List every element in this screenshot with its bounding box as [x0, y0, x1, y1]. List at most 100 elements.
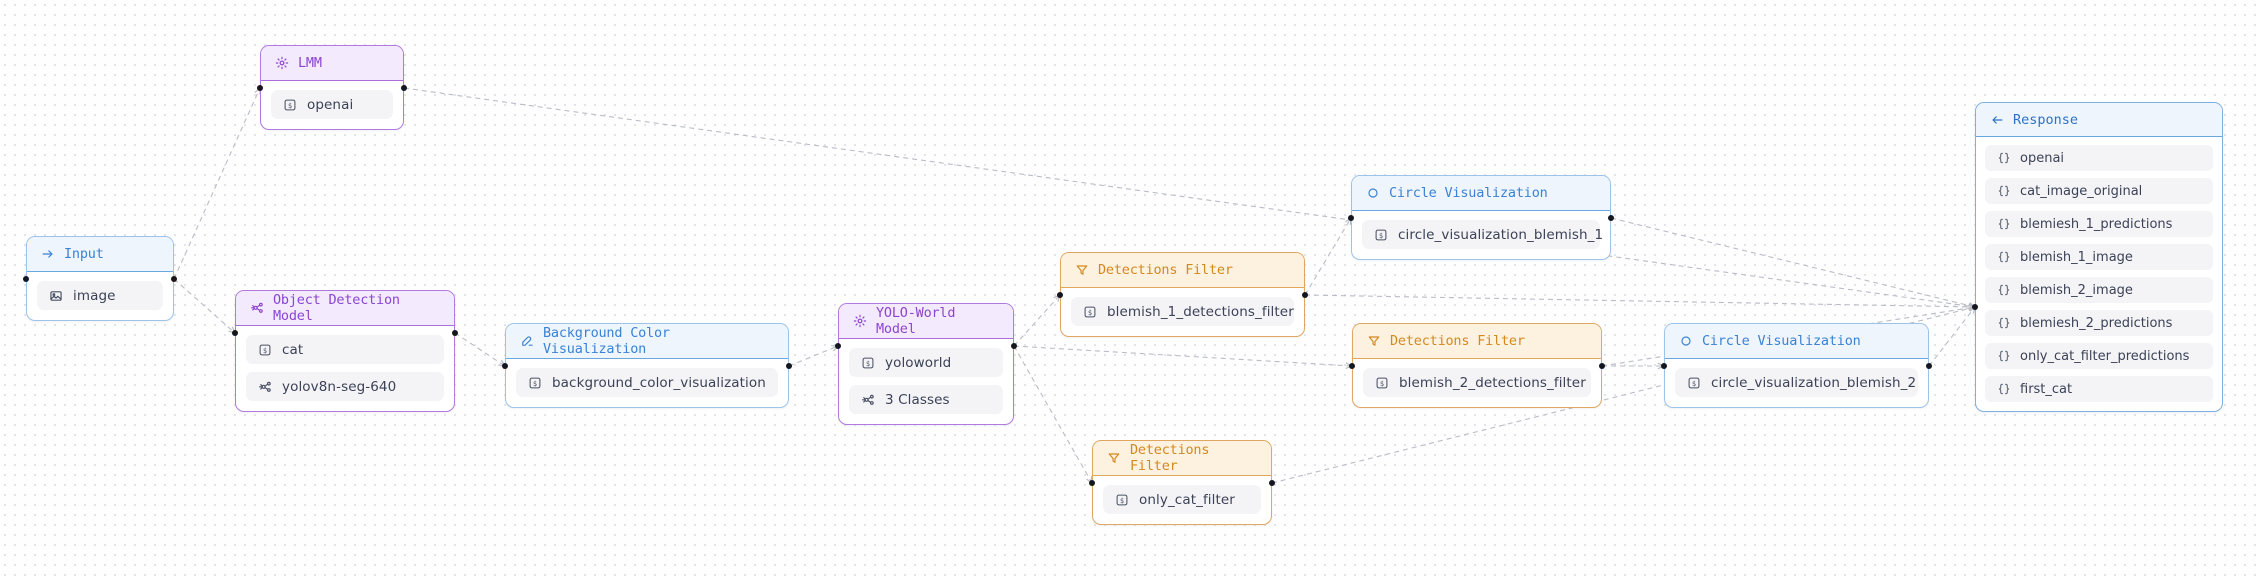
model-icon: [860, 392, 875, 407]
node-field[interactable]: image: [37, 281, 163, 310]
node-body-lmm: $ openai: [261, 81, 403, 129]
node-body-background-color-visualization: $background_color_visualization: [506, 359, 788, 407]
node-title: Background Color Visualization: [543, 325, 670, 357]
braces-icon: [1996, 316, 2011, 331]
port-in-yolo-world-model[interactable]: [835, 343, 841, 349]
port-out-detections-filter-blemish-2[interactable]: [1599, 363, 1605, 369]
port-in-lmm[interactable]: [257, 85, 263, 91]
port-out-circle-visualization-blemish-1[interactable]: [1608, 215, 1614, 221]
port-in-circle-visualization-blemish-1[interactable]: [1348, 215, 1354, 221]
filter-icon: [1366, 334, 1381, 349]
port-in-detections-filter-blemish-1[interactable]: [1057, 292, 1063, 298]
node-lmm[interactable]: LMM$openai: [260, 45, 404, 130]
braces-icon: [1996, 382, 2011, 397]
node-background-color-visualization[interactable]: Background Color Visualization $backgroun…: [505, 323, 789, 408]
edge-object-detection-model-to-background-color-visualization: [454, 332, 505, 366]
response-item[interactable]: blemish_2_image: [1985, 277, 2213, 303]
node-body-detections-filter-blemish-1: $blemish_1_detections_filter: [1061, 288, 1304, 336]
arrow-right-icon: [40, 247, 55, 262]
node-field[interactable]: $cat: [246, 335, 444, 364]
node-field[interactable]: $blemish_1_detections_filter: [1071, 297, 1294, 326]
node-field-label: cat: [282, 341, 304, 358]
node-field[interactable]: 3 Classes: [849, 385, 1003, 414]
node-detections-filter-only-cat[interactable]: Detections Filter $only_cat_filter: [1092, 440, 1272, 525]
response-item[interactable]: blemiesh_1_predictions: [1985, 211, 2213, 237]
node-header-input: Input: [27, 237, 173, 272]
port-out-detections-filter-only-cat[interactable]: [1269, 480, 1275, 486]
node-field[interactable]: $only_cat_filter: [1103, 485, 1261, 514]
node-header-detections-filter-blemish-2: Detections Filter: [1353, 324, 1601, 359]
port-out-yolo-world-model[interactable]: [1011, 343, 1017, 349]
response-item-label: blemish_1_image: [2020, 249, 2133, 265]
node-field[interactable]: $ blemish_2_detections_filter: [1363, 368, 1591, 397]
port-out-input[interactable]: [171, 276, 177, 282]
response-item-label: cat_image_original: [2020, 183, 2143, 199]
node-header-circle-visualization-blemish-2: Circle Visualization: [1665, 324, 1928, 359]
response-item-label: openai: [2020, 150, 2065, 166]
braces-icon: [1996, 250, 2011, 265]
string-icon: $: [1686, 375, 1701, 390]
port-in-detections-filter-only-cat[interactable]: [1089, 480, 1095, 486]
gear-icon: [274, 56, 289, 71]
port-in-detections-filter-blemish-2[interactable]: [1349, 363, 1355, 369]
gear-icon: [852, 314, 867, 329]
port-out-object-detection-model[interactable]: [452, 330, 458, 336]
response-item[interactable]: cat_image_original: [1985, 178, 2213, 204]
port-out-detections-filter-blemish-1[interactable]: [1302, 292, 1308, 298]
response-header: Response: [1976, 103, 2222, 137]
node-field[interactable]: $yoloworld: [849, 348, 1003, 377]
node-field[interactable]: $ openai: [271, 90, 393, 119]
node-header-circle-visualization-blemish-1: Circle Visualization: [1352, 176, 1610, 211]
arrow-left-icon: [1989, 112, 2004, 127]
node-field-label: 3 Classes: [885, 391, 950, 408]
node-input[interactable]: Input image: [26, 236, 174, 321]
node-field[interactable]: yolov8n-seg-640: [246, 372, 444, 401]
node-title: Input: [64, 246, 104, 262]
response-title: Response: [2013, 111, 2079, 128]
response-item[interactable]: blemish_1_image: [1985, 244, 2213, 270]
port-out-background-color-visualization[interactable]: [786, 363, 792, 369]
port-out-circle-visualization-blemish-2[interactable]: [1926, 363, 1932, 369]
string-icon: $: [1374, 375, 1389, 390]
node-circle-visualization-blemish-2[interactable]: Circle Visualization $circle_visualizatio…: [1664, 323, 1929, 408]
node-circle-visualization-blemish-1[interactable]: Circle Visualization $circle_visualizatio…: [1351, 175, 1611, 260]
node-detections-filter-blemish-1[interactable]: Detections Filter $blemish_1_detections_f…: [1060, 252, 1305, 337]
port-in-object-detection-model[interactable]: [232, 330, 238, 336]
port-in-input[interactable]: [23, 276, 29, 282]
node-title: Detections Filter: [1130, 442, 1210, 474]
edge-input-to-lmm: [173, 88, 260, 280]
node-field-label: only_cat_filter: [1139, 491, 1235, 508]
node-field[interactable]: $circle_visualization_blemish_1: [1362, 220, 1603, 249]
response-item[interactable]: blemiesh_2_predictions: [1985, 310, 2213, 336]
node-body-circle-visualization-blemish-2: $circle_visualization_blemish_2: [1665, 359, 1928, 407]
response-item[interactable]: openai: [1985, 145, 2213, 171]
edge-detections-filter-blemish-1-to-circle-visualization-blemish-1: [1304, 218, 1351, 296]
response-body: openai cat_image_original blemiesh_1_predi…: [1976, 137, 2222, 411]
node-header-object-detection-model: Object Detection Model: [236, 291, 454, 326]
node-field[interactable]: $circle_visualization_blemish_2: [1675, 368, 1918, 397]
node-field-label: openai: [307, 96, 354, 113]
node-detections-filter-blemish-2[interactable]: Detections Filter $ blemish_2_detections_f…: [1352, 323, 1602, 408]
node-body-yolo-world-model: $yoloworld 3 Classes: [839, 339, 1013, 424]
node-field-label: background_color_visualization: [552, 374, 766, 391]
response-panel[interactable]: Response openai cat_image_original blemiesh…: [1975, 102, 2223, 412]
port-in-response[interactable]: [1972, 304, 1978, 310]
node-field-label: blemish_2_detections_filter: [1399, 374, 1586, 391]
string-icon: $: [282, 97, 297, 112]
node-field[interactable]: $background_color_visualization: [516, 368, 778, 397]
port-in-circle-visualization-blemish-2[interactable]: [1661, 363, 1667, 369]
node-field-label: blemish_1_detections_filter: [1107, 303, 1294, 320]
node-header-detections-filter-blemish-1: Detections Filter: [1061, 253, 1304, 288]
node-object-detection-model[interactable]: Object Detection Model $cat yolov8n-seg-64…: [235, 290, 455, 412]
port-out-lmm[interactable]: [401, 85, 407, 91]
response-item[interactable]: only_cat_filter_predictions: [1985, 343, 2213, 369]
node-body-detections-filter-only-cat: $only_cat_filter: [1093, 476, 1271, 524]
port-in-background-color-visualization[interactable]: [502, 363, 508, 369]
svg-text:$: $: [1379, 379, 1383, 387]
edge-detections-filter-blemish-1-to-response: [1304, 294, 1975, 307]
response-item[interactable]: first_cat: [1985, 376, 2213, 402]
edge-circle-visualization-blemish-2-to-response: [1928, 307, 1975, 367]
node-body-detections-filter-blemish-2: $ blemish_2_detections_filter: [1353, 359, 1601, 407]
